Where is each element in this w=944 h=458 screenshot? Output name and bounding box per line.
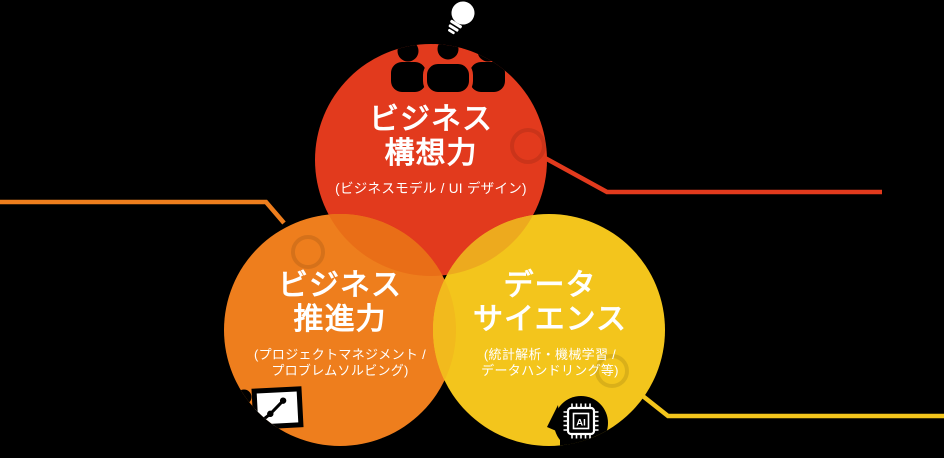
lightbulb-icon [448,1,475,35]
ai-chip-label: AI [576,418,586,429]
bottom-right-connector-line [618,376,944,419]
chip-pins [563,403,599,439]
circle-business-conception [315,44,547,276]
ring-decoration [595,354,629,388]
ring-decoration [291,235,325,269]
presenter-chart-icon [226,386,304,432]
circle-data-science [433,214,665,446]
left-connector-line [0,199,286,225]
team-icon [391,44,505,96]
ring-decoration [510,128,546,164]
right-connector-line [543,156,882,195]
